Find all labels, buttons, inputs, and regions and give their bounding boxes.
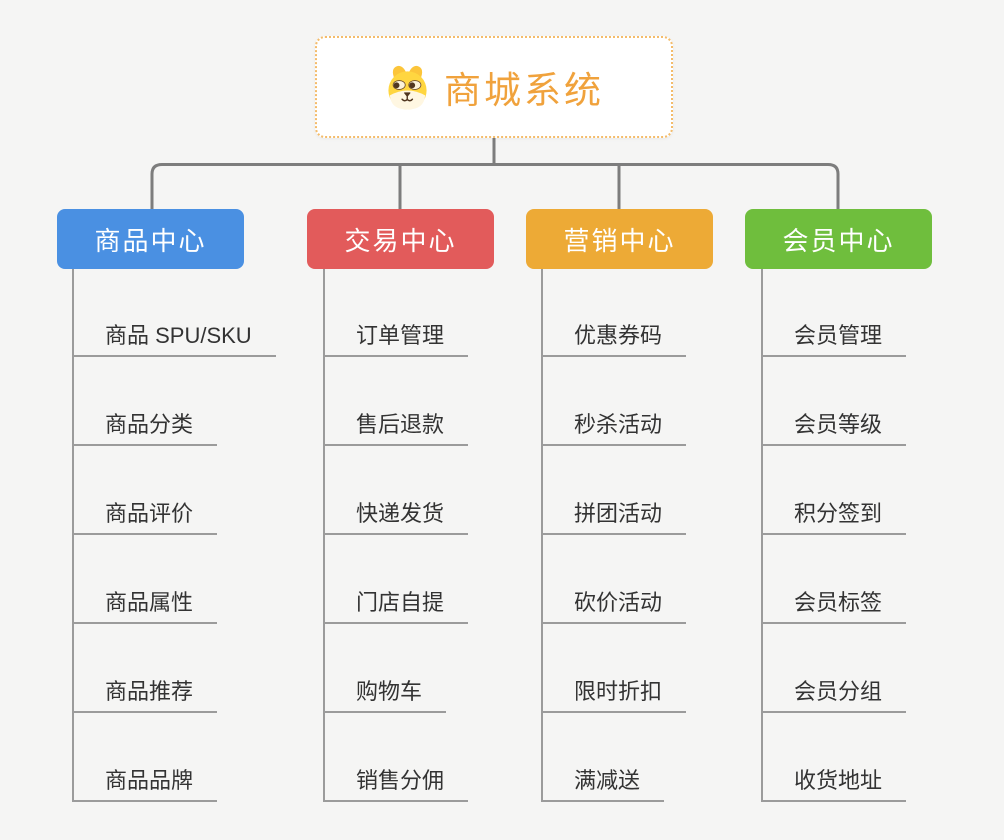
item-node-marketing-center-3[interactable]: 砍价活动 bbox=[541, 580, 687, 624]
item-node-product-center-3[interactable]: 商品属性 bbox=[72, 580, 218, 624]
item-node-trade-center-0[interactable]: 订单管理 bbox=[323, 313, 469, 357]
item-node-trade-center-4[interactable]: 购物车 bbox=[323, 669, 447, 713]
item-node-marketing-center-2[interactable]: 拼团活动 bbox=[541, 491, 687, 535]
branch-node-member-center[interactable]: 会员中心 bbox=[745, 209, 932, 269]
item-node-trade-center-3[interactable]: 门店自提 bbox=[323, 580, 469, 624]
item-node-marketing-center-1[interactable]: 秒杀活动 bbox=[541, 402, 687, 446]
branch-trunk-line-trade-center bbox=[323, 269, 325, 801]
item-node-trade-center-5[interactable]: 销售分佣 bbox=[323, 758, 469, 802]
item-node-trade-center-2[interactable]: 快递发货 bbox=[323, 491, 469, 535]
branch-label: 交易中心 bbox=[344, 225, 457, 256]
branch-trunk-line-marketing-center bbox=[541, 269, 543, 801]
item-node-member-center-3[interactable]: 会员标签 bbox=[761, 580, 907, 624]
tree-connector-path bbox=[150, 138, 840, 209]
item-node-product-center-5[interactable]: 商品品牌 bbox=[72, 758, 218, 802]
root-node[interactable]: 商城系统 bbox=[315, 36, 673, 138]
item-node-marketing-center-5[interactable]: 满减送 bbox=[541, 758, 665, 802]
branch-node-product-center[interactable]: 商品中心 bbox=[57, 209, 244, 269]
item-node-member-center-4[interactable]: 会员分组 bbox=[761, 669, 907, 713]
item-node-member-center-0[interactable]: 会员管理 bbox=[761, 313, 907, 357]
item-node-marketing-center-0[interactable]: 优惠券码 bbox=[541, 313, 687, 357]
branch-trunk-line-product-center bbox=[72, 269, 74, 801]
item-node-product-center-1[interactable]: 商品分类 bbox=[72, 402, 218, 446]
branch-label: 营销中心 bbox=[563, 225, 676, 256]
branch-label: 会员中心 bbox=[782, 225, 895, 256]
branch-node-marketing-center[interactable]: 营销中心 bbox=[526, 209, 713, 269]
branch-node-trade-center[interactable]: 交易中心 bbox=[307, 209, 494, 269]
item-node-member-center-5[interactable]: 收货地址 bbox=[761, 758, 907, 802]
item-node-marketing-center-4[interactable]: 限时折扣 bbox=[541, 669, 687, 713]
root-title: 商城系统 bbox=[444, 70, 604, 111]
branch-label: 商品中心 bbox=[94, 225, 207, 256]
branch-trunk-line-member-center bbox=[761, 269, 763, 801]
item-node-product-center-4[interactable]: 商品推荐 bbox=[72, 669, 218, 713]
item-node-trade-center-1[interactable]: 售后退款 bbox=[323, 402, 469, 446]
dog-face-icon bbox=[388, 65, 427, 110]
item-node-member-center-1[interactable]: 会员等级 bbox=[761, 402, 907, 446]
item-node-product-center-0[interactable]: 商品 SPU/SKU bbox=[72, 313, 276, 357]
item-node-product-center-2[interactable]: 商品评价 bbox=[72, 491, 218, 535]
item-node-member-center-2[interactable]: 积分签到 bbox=[761, 491, 907, 535]
